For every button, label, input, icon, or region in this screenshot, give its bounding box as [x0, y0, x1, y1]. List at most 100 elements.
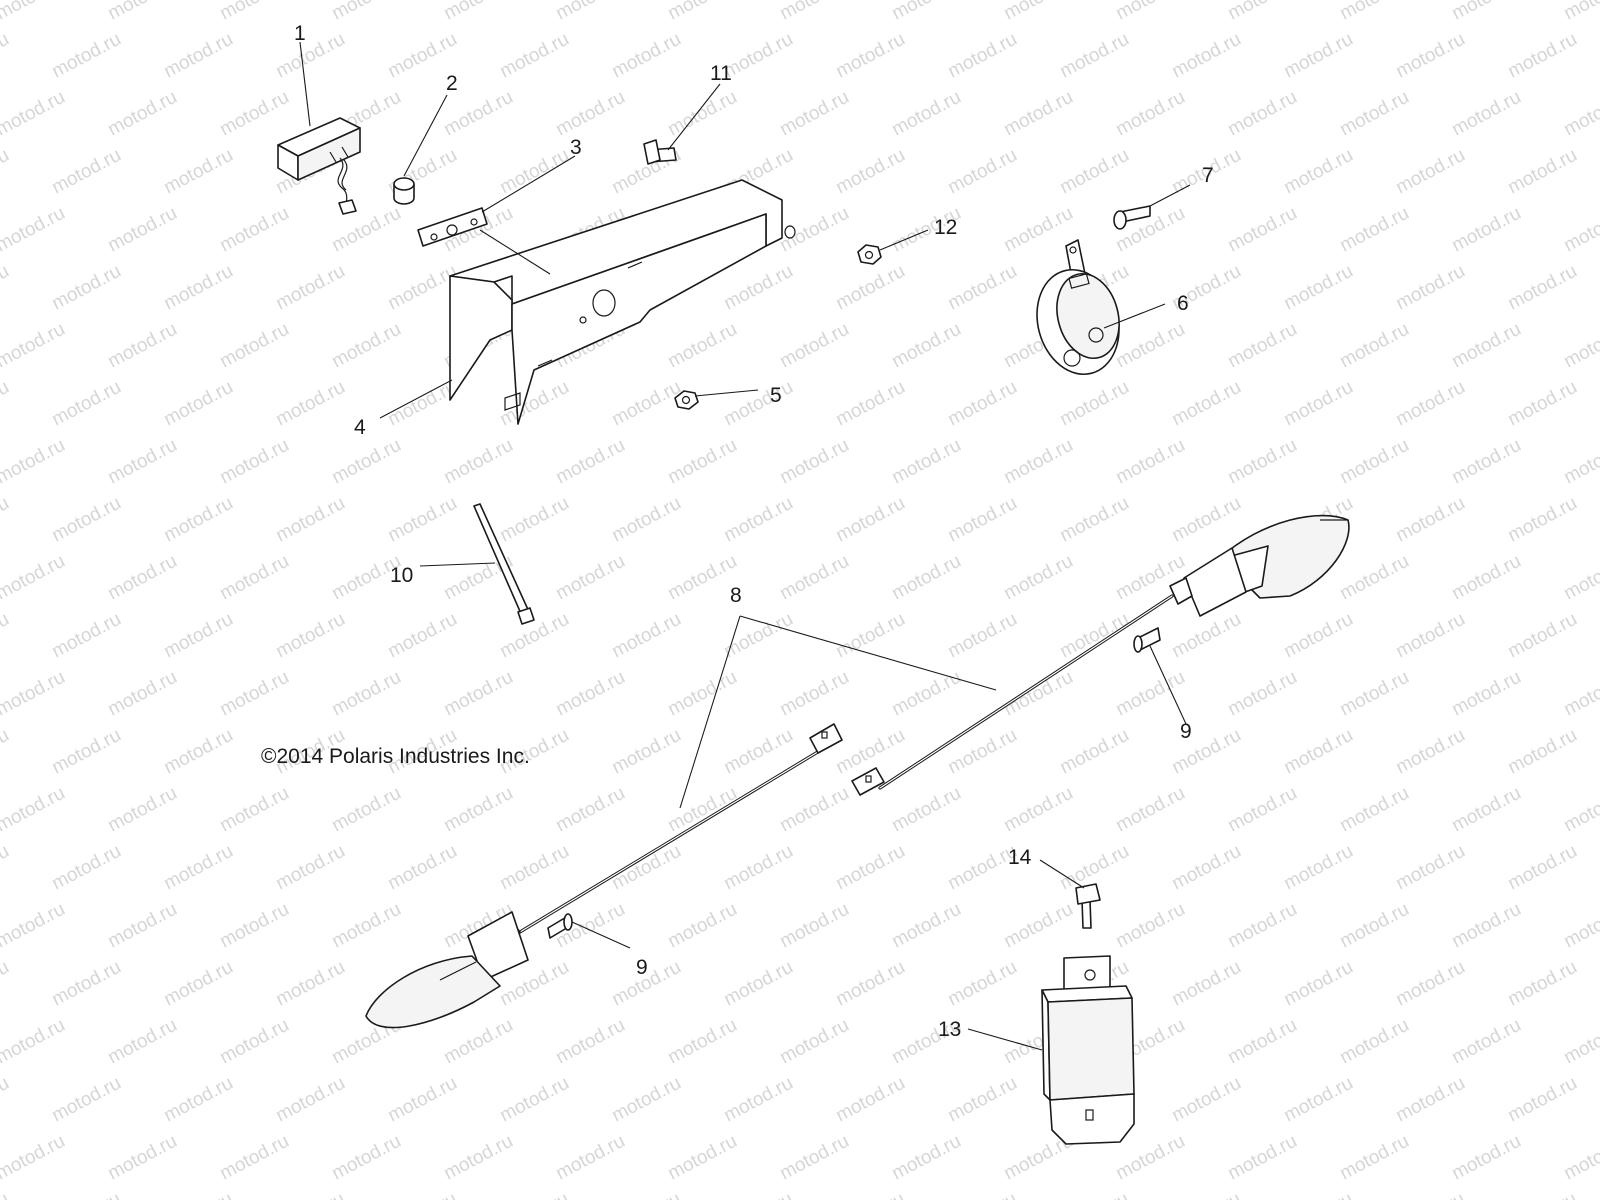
watermark-text: motod.ru	[1224, 0, 1300, 24]
watermark-text: motod.ru	[1560, 87, 1600, 141]
watermark-text: motod.ru	[1168, 1073, 1244, 1127]
watermark-text: motod.ru	[832, 377, 908, 431]
watermark-text: motod.ru	[1224, 899, 1300, 953]
watermark-text: motod.ru	[440, 435, 516, 489]
watermark-text: motod.ru	[1392, 377, 1468, 431]
watermark-text: motod.ru	[944, 493, 1020, 547]
watermark-text: motod.ru	[0, 29, 13, 83]
callout-7: 7	[1202, 164, 1214, 187]
callout-4: 4	[354, 416, 366, 439]
watermark-text: motod.ru	[496, 841, 572, 895]
watermark-text: motod.ru	[1000, 203, 1076, 257]
watermark-text: motod.ru	[328, 435, 404, 489]
watermark-text: motod.ru	[272, 493, 348, 547]
watermark-text: motod.ru	[1168, 493, 1244, 547]
watermark-text: motod.ru	[1392, 29, 1468, 83]
watermark-text: motod.ru	[664, 667, 740, 721]
watermark-text: motod.ru	[272, 261, 348, 315]
part-10-cable-tie	[473, 503, 535, 625]
watermark-text: motod.ru	[664, 1131, 740, 1185]
callout-3: 3	[570, 136, 582, 159]
watermark-text: motod.ru	[1336, 87, 1412, 141]
watermark-text: motod.ru	[1448, 435, 1524, 489]
watermark-text: motod.ru	[48, 261, 124, 315]
watermark-text: motod.ru	[1112, 783, 1188, 837]
watermark-text: motod.ru	[776, 1131, 852, 1185]
callout-2: 2	[446, 72, 458, 95]
watermark-text: motod.ru	[832, 1073, 908, 1127]
watermark-text: motod.ru	[272, 609, 348, 663]
watermark-text: motod.ru	[160, 609, 236, 663]
watermark-text: motod.ru	[384, 609, 460, 663]
watermark-text: motod.ru	[1560, 319, 1600, 373]
watermark-text: motod.ru	[328, 319, 404, 373]
watermark-text: motod.ru	[1224, 203, 1300, 257]
watermark-text: motod.ru	[1560, 551, 1600, 605]
watermark-text: motod.ru	[832, 957, 908, 1011]
watermark-text: motod.ru	[1224, 1131, 1300, 1185]
watermark-text: motod.ru	[0, 841, 13, 895]
watermark-text: motod.ru	[776, 87, 852, 141]
watermark-text: motod.ru	[0, 261, 13, 315]
watermark-text: motod.ru	[48, 29, 124, 83]
watermark-text: motod.ru	[1000, 899, 1076, 953]
watermark-text: motod.ru	[384, 841, 460, 895]
watermark-text: motod.ru	[384, 493, 460, 547]
watermark-text: motod.ru	[104, 435, 180, 489]
watermark-text: motod.ru	[1504, 377, 1580, 431]
watermark-text: motod.ru	[496, 145, 572, 199]
watermark-text: motod.ru	[384, 1189, 460, 1200]
watermark-text: motod.ru	[0, 493, 13, 547]
watermark-text: motod.ru	[1056, 145, 1132, 199]
watermark-text: motod.ru	[48, 725, 124, 779]
watermark-text: motod.ru	[720, 841, 796, 895]
watermark-text: motod.ru	[1448, 667, 1524, 721]
watermark-text: motod.ru	[664, 87, 740, 141]
watermark-text: motod.ru	[1112, 0, 1188, 24]
watermark-text: motod.ru	[48, 493, 124, 547]
watermark-text: motod.ru	[1056, 609, 1132, 663]
watermark-text: motod.ru	[272, 841, 348, 895]
watermark-text: motod.ru	[1392, 725, 1468, 779]
watermark-text: motod.ru	[48, 1073, 124, 1127]
watermark-text: motod.ru	[888, 435, 964, 489]
watermark-text: motod.ru	[0, 1189, 13, 1200]
watermark-text: motod.ru	[944, 377, 1020, 431]
part-6-horn	[1036, 239, 1120, 376]
watermark-text: motod.ru	[664, 319, 740, 373]
watermark-text: motod.ru	[1336, 783, 1412, 837]
watermark-text: motod.ru	[1560, 899, 1600, 953]
watermark-text: motod.ru	[216, 435, 292, 489]
watermark-text: motod.ru	[1280, 261, 1356, 315]
watermark-text: motod.ru	[272, 377, 348, 431]
watermark-text: motod.ru	[48, 609, 124, 663]
watermark-text: motod.ru	[608, 1189, 684, 1200]
watermark-text: motod.ru	[1504, 29, 1580, 83]
watermark-text: motod.ru	[1336, 1131, 1412, 1185]
watermark-text: motod.ru	[776, 899, 852, 953]
part-1-relay	[277, 117, 361, 215]
watermark-text: motod.ru	[1168, 29, 1244, 83]
watermark-text: motod.ru	[328, 1131, 404, 1185]
watermark-text: motod.ru	[1112, 667, 1188, 721]
watermark-text: motod.ru	[1336, 667, 1412, 721]
watermark-text: motod.ru	[1448, 783, 1524, 837]
watermark-text: motod.ru	[0, 609, 13, 663]
watermark-text: motod.ru	[552, 87, 628, 141]
watermark-text: motod.ru	[944, 725, 1020, 779]
watermark-text: motod.ru	[1056, 377, 1132, 431]
watermark-text: motod.ru	[104, 87, 180, 141]
watermark-text: motod.ru	[160, 493, 236, 547]
watermark-text: motod.ru	[944, 1189, 1020, 1200]
watermark-text: motod.ru	[1168, 377, 1244, 431]
watermark-text: motod.ru	[1448, 551, 1524, 605]
watermark-text: motod.ru	[1336, 203, 1412, 257]
watermark-text: motod.ru	[1392, 145, 1468, 199]
watermark-text: motod.ru	[440, 1131, 516, 1185]
watermark-text: motod.ru	[1224, 435, 1300, 489]
watermark-text: motod.ru	[384, 377, 460, 431]
watermark-text: motod.ru	[1224, 667, 1300, 721]
watermark-text: motod.ru	[1280, 29, 1356, 83]
watermark-text: motod.ru	[440, 667, 516, 721]
part-3-plate	[417, 207, 488, 247]
